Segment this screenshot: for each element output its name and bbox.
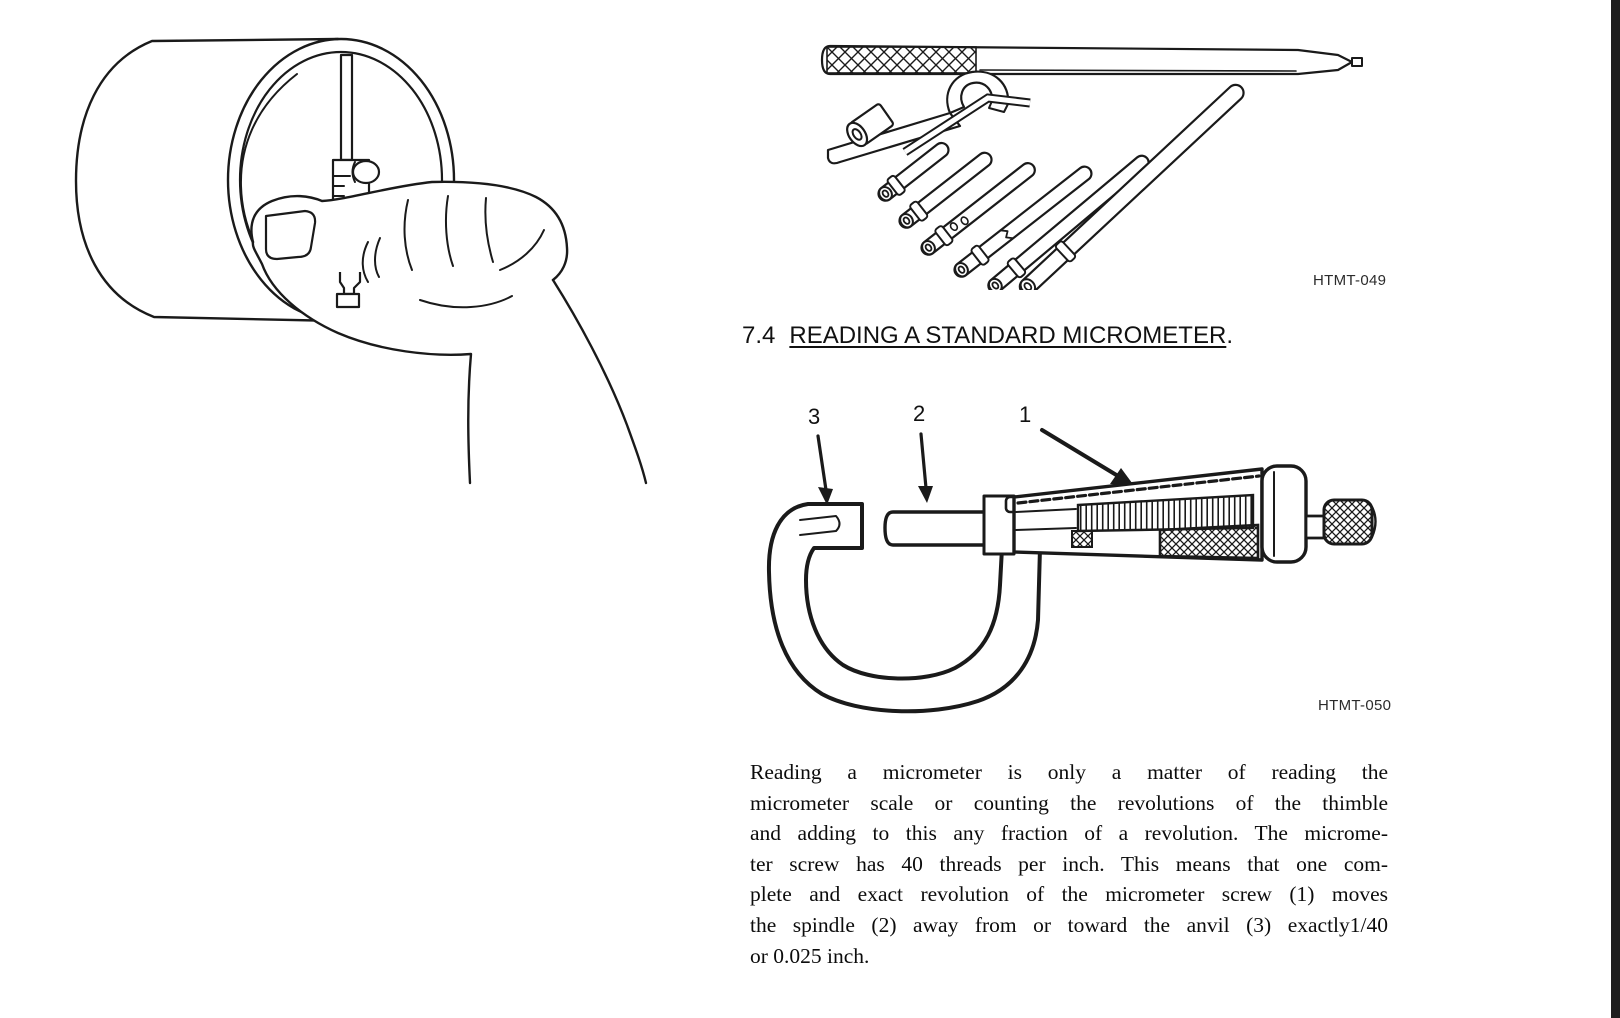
section-title-period: . [1226, 322, 1233, 349]
figure-inside-micrometer-in-bore [62, 26, 662, 506]
figure-caption-htmt-050: HTMT-050 [1318, 697, 1392, 714]
section-heading: 7.4 READING A STANDARD MICROMETER. [742, 322, 1233, 350]
figure-standard-micrometer [745, 385, 1395, 715]
paragraph-line: Reading a micrometer is only a matter of… [750, 760, 1388, 784]
standard-micrometer-illustration-icon [766, 428, 1377, 714]
paragraph-line: micrometer scale or counting the revolut… [750, 790, 1388, 815]
callout-arrows [816, 428, 1135, 505]
callout-label-1: 1 [1019, 402, 1032, 427]
rod-set-illustration-icon [820, 44, 1363, 290]
figure-extension-rod-set [790, 28, 1390, 290]
section-number: 7.4 [742, 322, 776, 349]
paragraph-line: and adding to this any fraction of a rev… [750, 821, 1388, 846]
paragraph-line: plete and exact revolution of the microm… [750, 882, 1388, 907]
page-edge-scan-bar [1611, 0, 1620, 1018]
body-paragraph: Reading a micrometer is only a matter of… [750, 757, 1388, 971]
paragraph-line: or 0.025 inch. [750, 943, 870, 968]
figure-caption-htmt-049: HTMT-049 [1313, 272, 1387, 289]
inside-micrometer-illustration-icon [74, 37, 648, 485]
extension-rods [877, 83, 1245, 290]
callout-label-2: 2 [913, 401, 926, 426]
section-title: READING A STANDARD MICROMETER [789, 322, 1227, 349]
callout-label-3: 3 [808, 404, 821, 429]
paragraph-line: the spindle (2) away from or toward the … [750, 912, 1388, 937]
paragraph-line: ter screw has 40 threads per inch. This … [750, 851, 1388, 876]
